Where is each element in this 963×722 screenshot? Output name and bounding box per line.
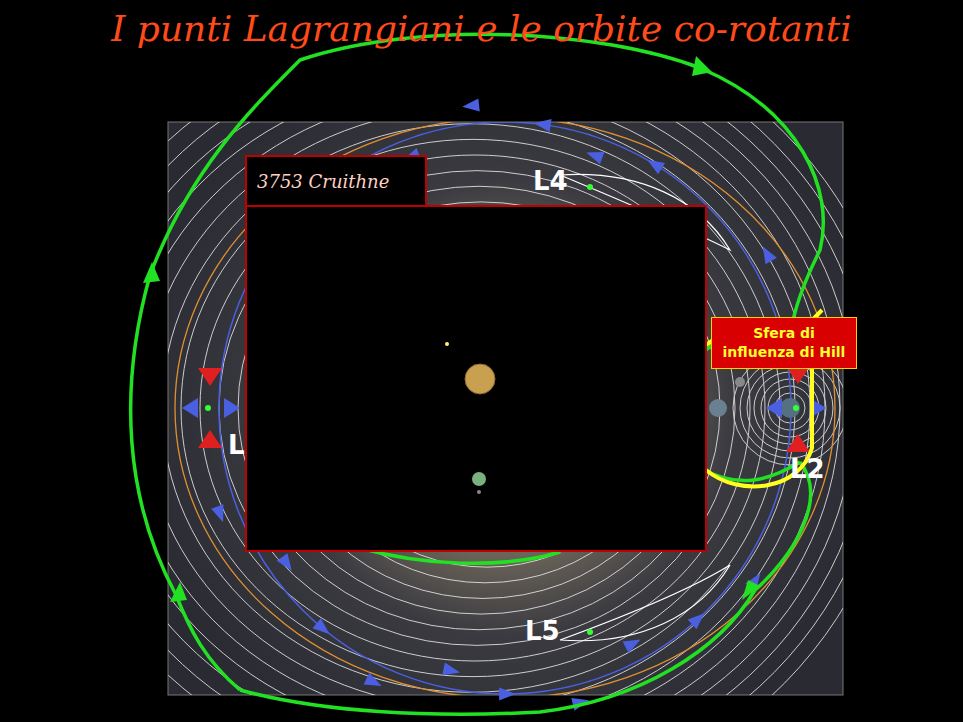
callout-box: Sfera di influenza di Hill [711, 317, 857, 369]
callout-text: Sfera di influenza di Hill [718, 324, 850, 362]
orbit-animation [247, 207, 705, 550]
lagrange-label: L [228, 430, 245, 460]
lagrange-label: L2 [790, 454, 825, 484]
title: I punti Lagrangiani e le orbite co-rotan… [0, 8, 963, 49]
animation-window: 3753 Cruithne [245, 205, 707, 552]
lagrange-label: L4 [533, 166, 568, 196]
window-tab: 3753 Cruithne [245, 155, 427, 205]
lagrange-label: L5 [525, 616, 560, 646]
